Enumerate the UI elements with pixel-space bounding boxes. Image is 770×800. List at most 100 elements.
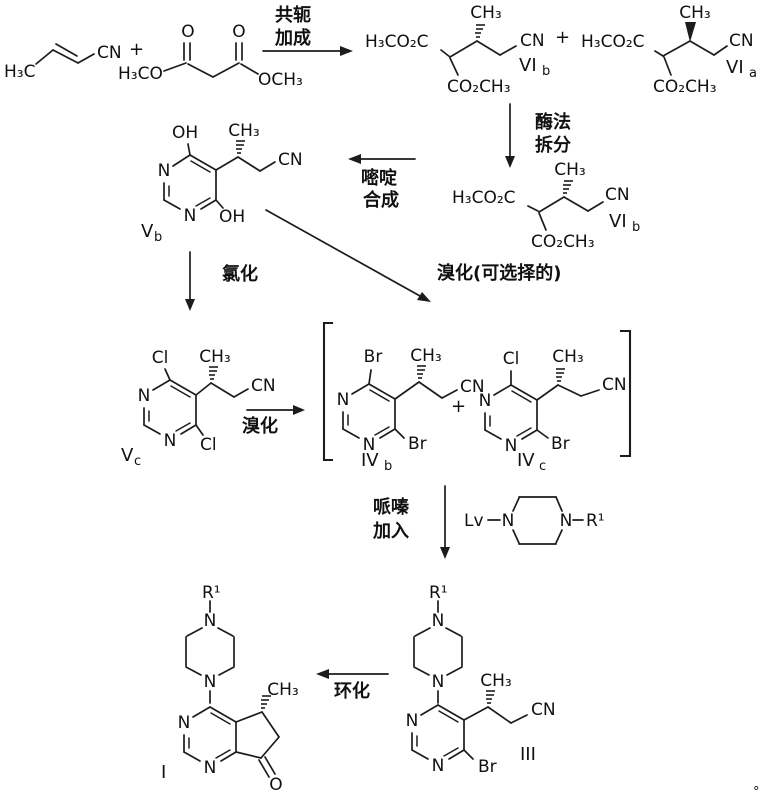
malonate-carbonyl-o-left-label: O	[181, 22, 194, 42]
arrowhead-left-icon	[316, 669, 329, 679]
vc-ring-n1-label: N	[138, 386, 151, 406]
pyrimidine-synthesis-label-line2: 合成	[363, 189, 399, 211]
arrow-piperazine-addition: 哌嗪 加入	[372, 485, 450, 559]
bracket-right	[619, 329, 632, 458]
ivb-id-subscript: b	[384, 459, 392, 474]
crotononitrile-bonds	[35, 43, 95, 65]
vib-resolved-ester-left-label: H₃CO₂C	[452, 188, 516, 208]
conjugate-addition-label-line1: 共轭	[275, 4, 311, 26]
iii-ring-n3-label: N	[432, 756, 445, 776]
ivb-nitrile-label: CN	[460, 377, 485, 397]
bromination-label: 溴化	[242, 415, 278, 437]
vc-id-subscript: c	[134, 454, 141, 469]
malonate-carbonyl-o-right-label: O	[232, 22, 245, 42]
malonate-methoxy-right-label: OCH₃	[258, 70, 303, 90]
vb-ring-n3-label: N	[184, 206, 197, 226]
via-ester-left-label: H₃CO₂C	[581, 32, 645, 52]
iii-bonds	[411, 600, 528, 760]
vc-bonds	[143, 366, 249, 436]
arrow-cyclization: 环化	[316, 669, 389, 702]
via-ester-bottom-label: CO₂CH₃	[653, 77, 717, 97]
via-id-subscript: a	[749, 66, 757, 81]
piperazine-reagent-n-right-label: N	[560, 511, 573, 531]
vc-cl-top-label: Cl	[152, 348, 169, 368]
arrow-pyrimidine-synthesis: 嘧啶 合成	[348, 154, 416, 211]
ivc-br-bottom-label: Br	[551, 434, 570, 454]
arrow-bromination-optional: 溴化(可选择的)	[265, 209, 561, 302]
plus-sign-3: +	[451, 396, 466, 417]
plus-sign-1: +	[129, 39, 144, 60]
vb-bonds	[163, 140, 276, 210]
iii-id-label: III	[520, 744, 536, 765]
piperazine-addition-label-line2: 加入	[372, 521, 409, 542]
piperazine-addition-label-line1: 哌嗪	[373, 496, 410, 518]
via-nitrile-label: CN	[729, 31, 754, 51]
vb-ring-n1-label: N	[158, 161, 171, 181]
i-piperazine-n-bottom-label: N	[204, 672, 217, 692]
ivc-ring-n1-label: N	[479, 391, 492, 411]
reagent-piperazine: Lv N N R¹	[464, 496, 605, 545]
i-ring-n1-label: N	[178, 713, 191, 733]
cyclization-label: 环化	[334, 680, 370, 702]
vib-top-bonds	[440, 24, 517, 76]
piperazine-reagent-n-left-label: N	[502, 511, 515, 531]
vc-methyl-label: CH₃	[199, 347, 230, 367]
vib-top-nitrile-label: CN	[520, 31, 545, 51]
vc-id-label: V	[121, 445, 134, 466]
arrow-chlorination: 氯化	[185, 251, 258, 311]
iii-methyl-label: CH₃	[480, 671, 511, 691]
ivc-cl-top-label: Cl	[503, 349, 520, 369]
arrowhead-left-icon	[348, 154, 361, 164]
arrowhead-down-icon	[185, 299, 195, 311]
ivc-bonds	[484, 368, 600, 440]
i-ketone-o-label: O	[269, 775, 282, 795]
vb-oh-bottom-label: OH	[219, 207, 245, 227]
vib-resolved-ester-bottom-label: CO₂CH₃	[531, 232, 595, 252]
vb-nitrile-label: CN	[278, 150, 303, 170]
compound-vib-top: H₃CO₂C CH₃ CN CO₂CH₃ VI b	[365, 3, 550, 97]
bracket-left	[322, 321, 334, 462]
i-r1-label: R¹	[202, 583, 221, 603]
i-bonds	[183, 600, 280, 778]
enzymatic-resolution-label-line2: 拆分	[535, 134, 571, 156]
arrowhead-right-icon	[340, 46, 353, 56]
vib-resolved-id-subscript: b	[632, 220, 640, 235]
vib-top-methyl-label: CH₃	[470, 3, 501, 23]
vc-cl-bottom-label: Cl	[200, 435, 217, 455]
ivb-bonds	[342, 365, 458, 439]
i-piperazine-n-top-label: N	[204, 611, 217, 631]
degree-mark: °	[753, 785, 760, 800]
conjugate-addition-label-line2: 加成	[274, 27, 311, 49]
ivc-methyl-label: CH₃	[552, 347, 583, 367]
iii-r1-label: R¹	[429, 583, 448, 603]
arrowhead-diagonal-icon	[417, 292, 431, 302]
ivb-methyl-label: CH₃	[410, 346, 441, 366]
arrow-bromination: 溴化	[242, 405, 305, 437]
piperazine-reagent-bonds	[487, 496, 584, 545]
vib-resolved-nitrile-label: CN	[605, 185, 630, 205]
compound-vb: OH CH₃ CN N N OH V b	[141, 121, 303, 245]
arrowhead-right-icon	[293, 405, 305, 415]
compound-crotononitrile: H₃C CN	[4, 43, 122, 82]
i-ring-n3-label: N	[204, 758, 217, 778]
compound-vib-resolved: CH₃ H₃CO₂C CN CO₂CH₃ VI b	[452, 160, 640, 252]
vib-top-ester-bottom-label: CO₂CH₃	[447, 77, 511, 97]
ivb-id-label: IV	[361, 450, 379, 471]
ivc-nitrile-label: CN	[602, 375, 627, 395]
arrowhead-down-icon	[505, 156, 515, 168]
piperazine-reagent-lv-label: Lv	[464, 511, 484, 531]
piperazine-reagent-r1-label: R¹	[586, 511, 605, 531]
iii-ring-n1-label: N	[406, 711, 419, 731]
crotononitrile-methyl-label: H₃C	[4, 62, 35, 82]
via-bonds	[654, 22, 728, 76]
arrowhead-down-icon	[440, 547, 450, 559]
iii-br-label: Br	[478, 757, 497, 777]
ivb-ring-n3-label: N	[363, 435, 376, 455]
i-id-label: I	[161, 762, 166, 783]
compound-via: H₃CO₂C CH₃ CN CO₂CH₃ VI a	[581, 3, 757, 97]
plus-sign-2: +	[555, 27, 570, 48]
compound-dimethyl-malonate: H₃CO O O OCH₃	[118, 22, 303, 90]
vib-resolved-methyl-label: CH₃	[554, 160, 585, 180]
vb-id-label: V	[141, 221, 154, 242]
